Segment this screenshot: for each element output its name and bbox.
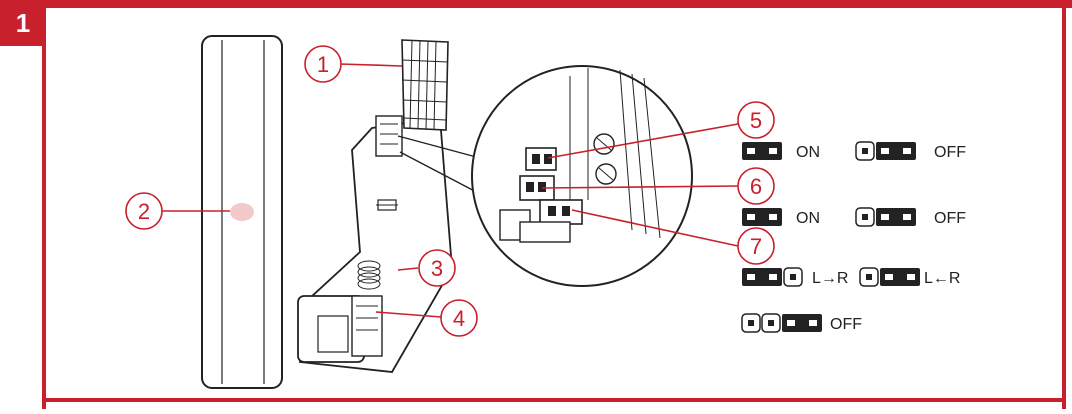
callout-7: 7 bbox=[737, 227, 775, 265]
svg-text:ON: ON bbox=[796, 210, 820, 227]
callout-4: 4 bbox=[440, 299, 478, 337]
callout-6: 6 bbox=[737, 167, 775, 205]
jumper-off-icon bbox=[855, 141, 916, 161]
jumper-5-legend: ON OFF bbox=[742, 141, 966, 161]
jumper-right-left-icon bbox=[859, 267, 920, 287]
jumper-off-icon bbox=[855, 207, 916, 227]
tamper-spring bbox=[357, 260, 381, 290]
svg-text:3: 3 bbox=[431, 256, 443, 281]
detector-housing bbox=[201, 35, 283, 389]
step-number-badge: 1 bbox=[0, 0, 46, 46]
sensor-module bbox=[297, 295, 383, 363]
jumper-on-icon bbox=[742, 208, 782, 226]
jumper-on-icon bbox=[742, 142, 782, 160]
svg-text:L←R: L←R bbox=[924, 270, 960, 287]
jumper-7-legend: L→R L←R OFF bbox=[741, 267, 960, 333]
callout-5: 5 bbox=[737, 101, 775, 139]
svg-text:L→R: L→R bbox=[812, 270, 848, 287]
jumper-off-icon bbox=[741, 313, 822, 333]
callout-3: 3 bbox=[418, 249, 456, 287]
zoom-connector bbox=[397, 135, 485, 197]
jumper-6-legend: ON OFF bbox=[742, 207, 966, 227]
svg-text:2: 2 bbox=[138, 199, 150, 224]
svg-text:4: 4 bbox=[453, 306, 465, 331]
svg-text:5: 5 bbox=[750, 108, 762, 133]
zoom-detail bbox=[471, 65, 693, 287]
callout-1: 1 bbox=[304, 45, 342, 83]
terminal-block bbox=[401, 39, 449, 131]
svg-text:OFF: OFF bbox=[934, 144, 966, 161]
svg-text:1: 1 bbox=[317, 52, 329, 77]
svg-text:6: 6 bbox=[750, 174, 762, 199]
callout-leaders bbox=[162, 63, 739, 318]
svg-text:7: 7 bbox=[750, 234, 762, 259]
pcb-board bbox=[297, 39, 453, 373]
jumper-left-right-icon bbox=[742, 267, 803, 287]
led-indicator bbox=[230, 203, 254, 221]
svg-text:ON: ON bbox=[796, 144, 820, 161]
callout-2: 2 bbox=[125, 192, 163, 230]
svg-text:OFF: OFF bbox=[830, 316, 862, 333]
svg-text:OFF: OFF bbox=[934, 210, 966, 227]
